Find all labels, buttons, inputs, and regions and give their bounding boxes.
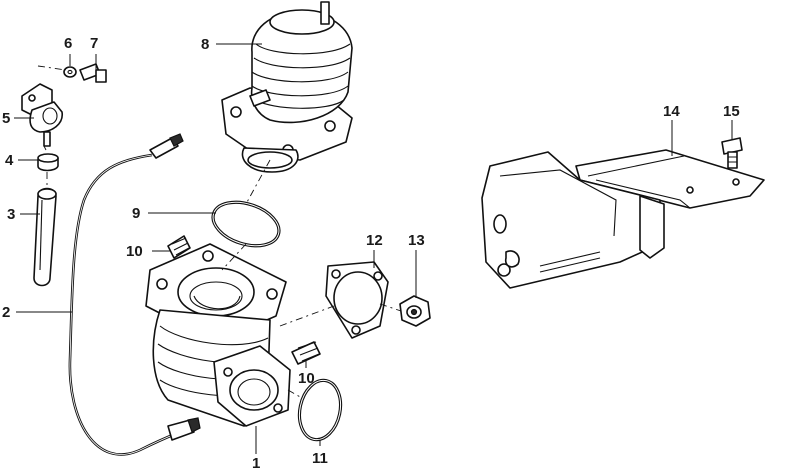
callout-8: 8 <box>201 36 209 53</box>
callout-10-lower: 10 <box>298 370 315 387</box>
egr-valve-body-part-1 <box>145 243 291 427</box>
callout-5: 5 <box>2 110 10 127</box>
callout-1: 1 <box>252 455 260 472</box>
callout-13: 13 <box>408 232 425 249</box>
stud-bolt-part-10-upper <box>167 235 191 259</box>
vacuum-valve-part-5 <box>21 83 63 147</box>
bolt-part-15 <box>721 137 743 169</box>
mounting-bracket-part-14 <box>481 149 765 289</box>
callout-7: 7 <box>90 35 98 52</box>
hex-nut-part-13 <box>399 295 431 327</box>
callout-10-upper: 10 <box>126 243 143 260</box>
callout-14: 14 <box>663 103 680 120</box>
callout-3: 3 <box>7 206 15 223</box>
leader-lines <box>14 43 733 454</box>
washer-part-6 <box>63 66 77 78</box>
callout-4: 4 <box>5 152 14 169</box>
gasket-ring-part-9 <box>211 200 281 248</box>
vacuum-hose-part-2 <box>68 133 201 456</box>
rubber-hose-part-3 <box>33 187 57 287</box>
callout-15: 15 <box>723 103 740 120</box>
callout-2: 2 <box>2 304 10 321</box>
callout-12: 12 <box>366 232 383 249</box>
callout-9: 9 <box>132 205 140 222</box>
stud-bolt-part-10-lower <box>291 341 321 365</box>
callout-6: 6 <box>64 35 72 52</box>
bolt-part-7 <box>79 63 107 83</box>
gasket-ring-part-11 <box>297 378 343 442</box>
hose-clamp-part-4 <box>37 153 59 172</box>
vacuum-actuator-part-8 <box>221 1 353 173</box>
callout-11: 11 <box>312 450 328 467</box>
flange-gasket-part-12 <box>325 261 389 339</box>
